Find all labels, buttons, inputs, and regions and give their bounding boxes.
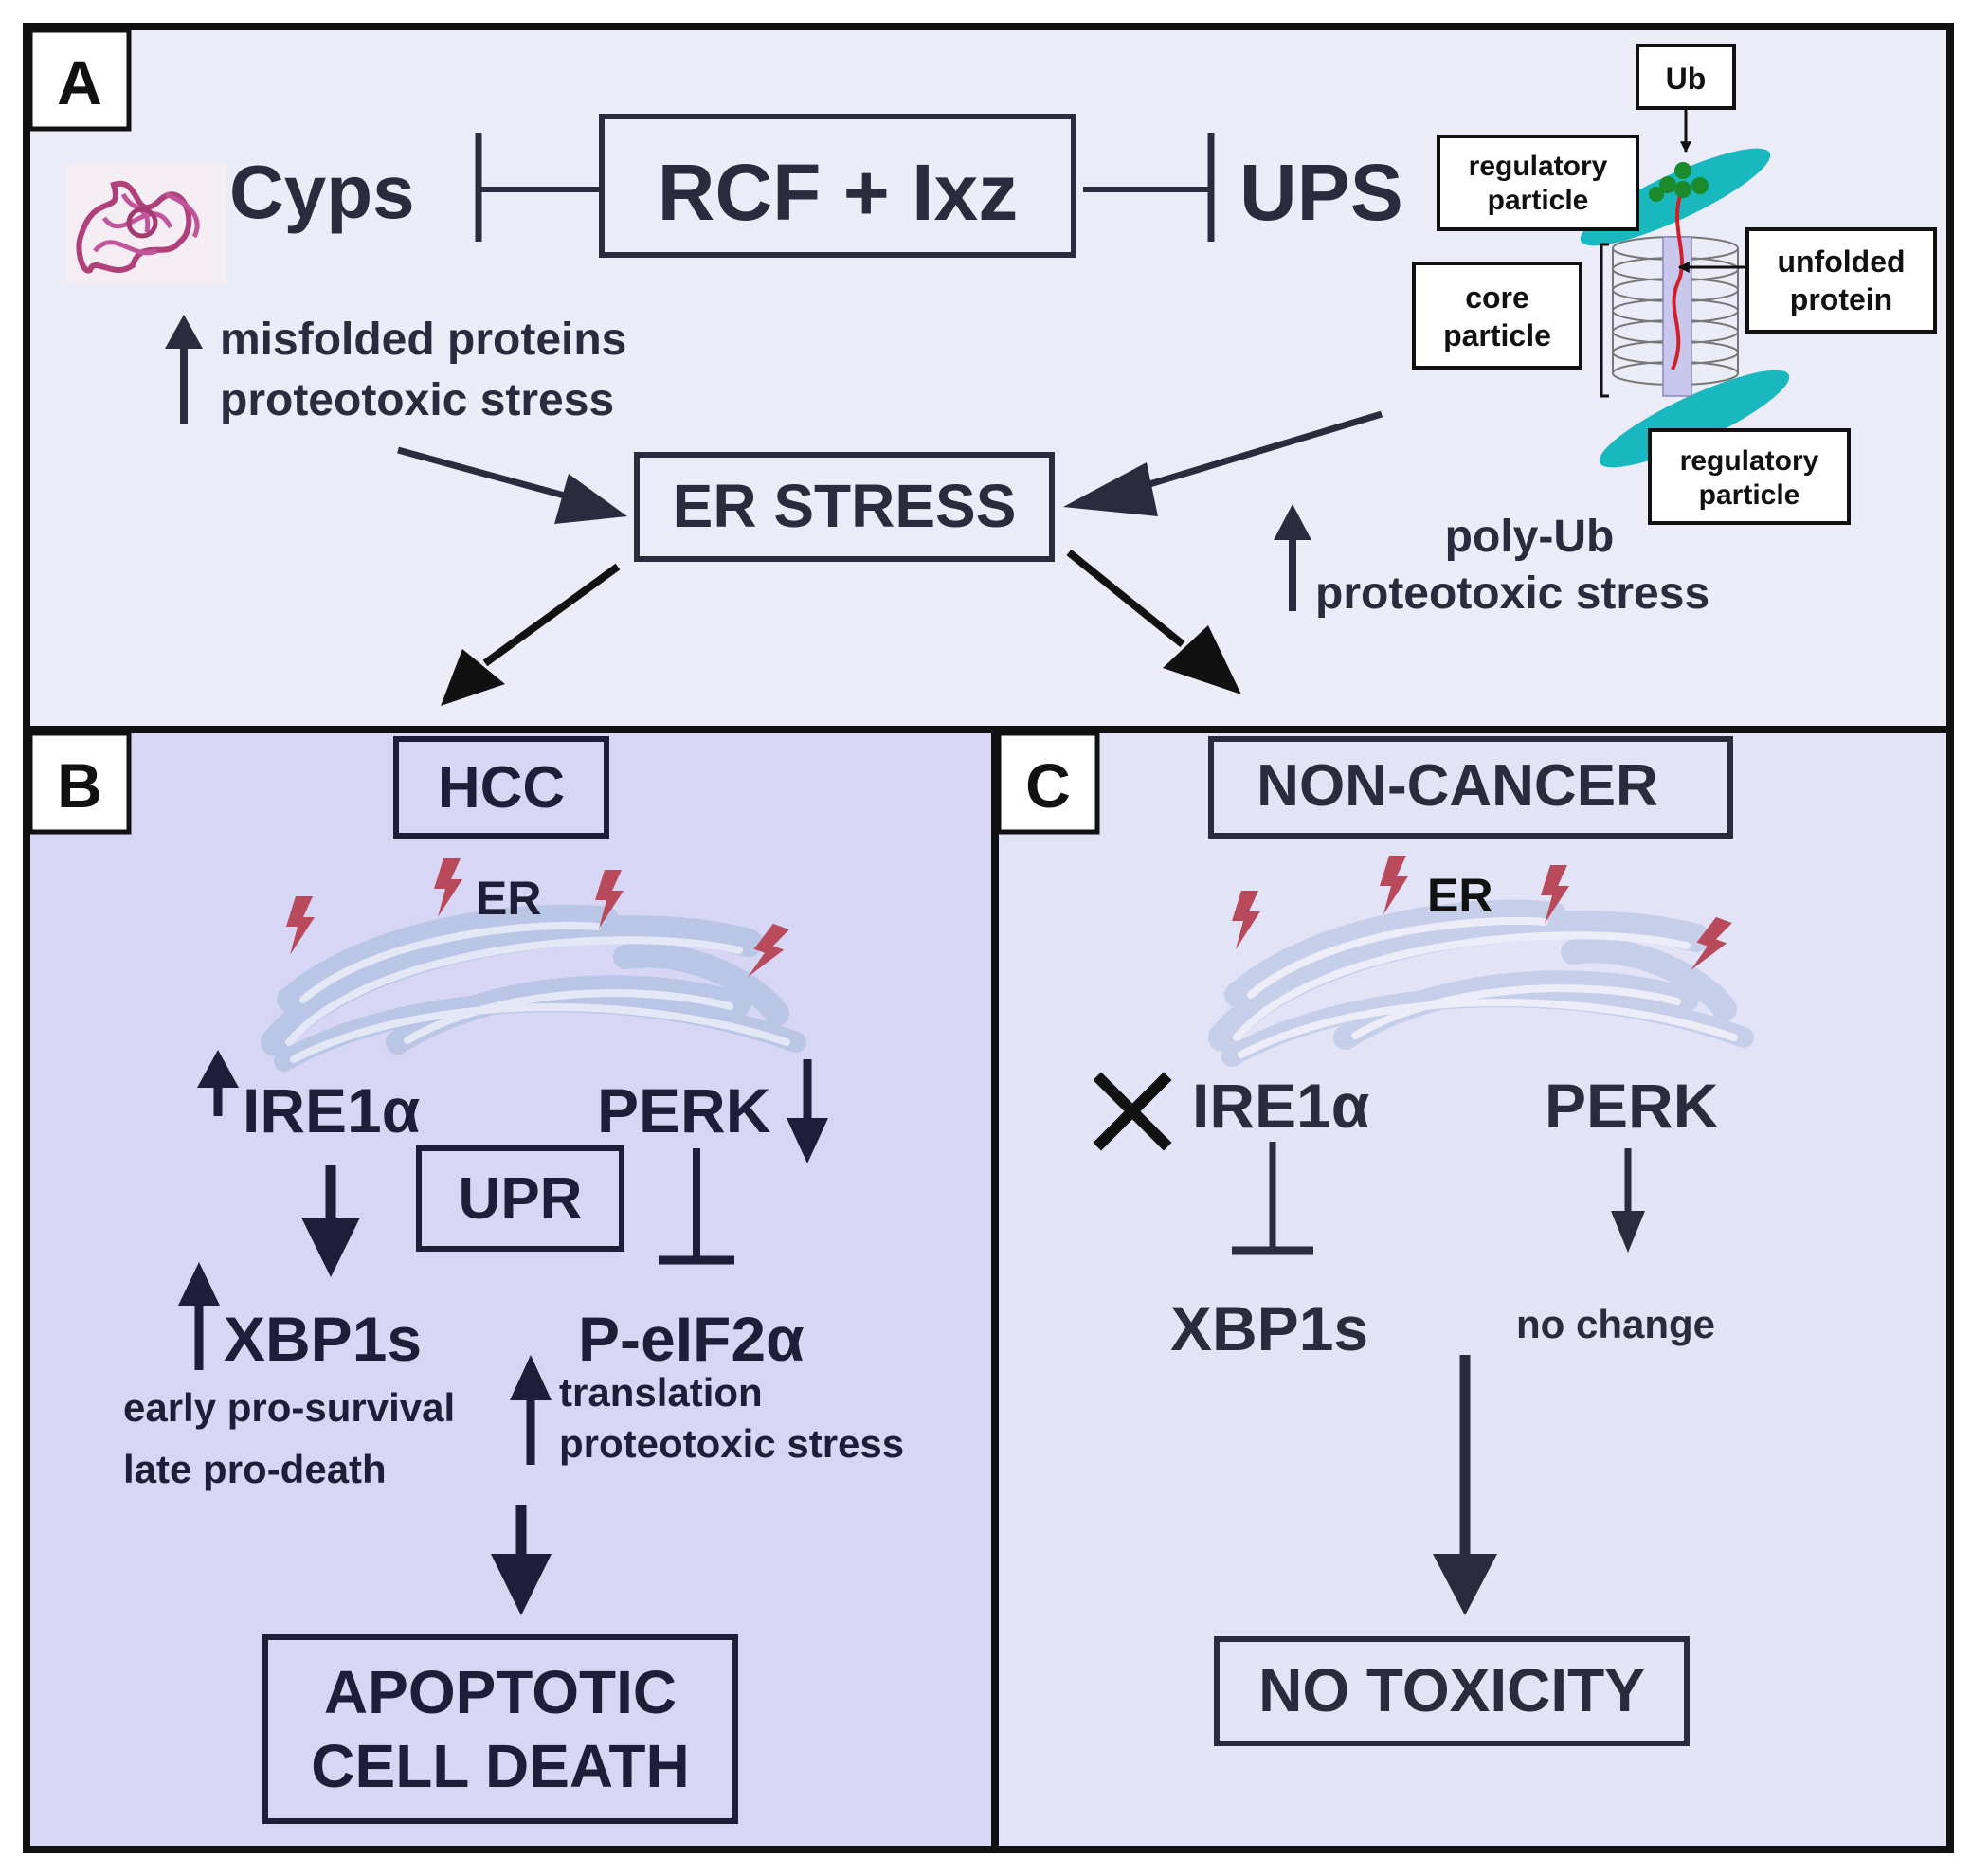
noncancer-er-label: ER: [1427, 869, 1492, 922]
noncancer-perk: PERK: [1545, 1071, 1719, 1141]
er-membrane-inner-noncancer: [1233, 916, 1738, 1058]
proteotoxic-left: proteotoxic stress: [220, 375, 614, 425]
hcc-peif2: P-eIF2α: [578, 1304, 805, 1374]
er-stress-label: ER STRESS: [673, 472, 1017, 540]
noncancer-title: NON-CANCER: [1257, 753, 1658, 819]
apoptosis-2: CELL DEATH: [311, 1732, 689, 1800]
hcc-title-box: [393, 736, 609, 839]
up-arrow-translation: [510, 1355, 552, 1465]
arrow-perk-nochange: [1611, 1148, 1645, 1253]
reg-top-1: regulatory: [1469, 151, 1608, 182]
unfolded-2: protein: [1790, 282, 1892, 316]
hcc-late: late pro-death: [123, 1447, 387, 1491]
drug-label: RCF + Ixz: [658, 148, 1018, 237]
ups-label: UPS: [1239, 148, 1403, 237]
noncancer-title-box: [1208, 736, 1733, 839]
core-2: particle: [1443, 318, 1551, 352]
down-arrow-perk: [787, 1059, 828, 1163]
noncancer-no-change: no change: [1516, 1302, 1715, 1346]
noncancer-ire1: IRE1α: [1192, 1071, 1369, 1141]
reg-bot-1: regulatory: [1680, 445, 1819, 477]
no-toxicity-label: NO TOXICITY: [1258, 1656, 1645, 1724]
cross-icon: [1093, 1072, 1172, 1151]
hcc-xbp1s: XBP1s: [224, 1304, 422, 1374]
noncancer-xbp1s: XBP1s: [1170, 1293, 1368, 1363]
upr-label: UPR: [459, 1166, 583, 1232]
ub-label: Ub: [1666, 62, 1707, 96]
svg-text:C: C: [1025, 750, 1071, 821]
up-arrow-xbp1s: [178, 1262, 220, 1370]
arrow-to-no-toxicity: [1433, 1355, 1497, 1615]
arrow-to-hcc: [441, 563, 621, 706]
inhibit-ire1-xbp1s: [1232, 1142, 1313, 1255]
hcc-translation: translation: [559, 1370, 763, 1415]
upr-box: [416, 1145, 624, 1252]
er-stress-box: [634, 452, 1055, 562]
core-1: core: [1465, 280, 1529, 315]
cyp-protein-icon: [66, 163, 226, 284]
hcc-ire1: IRE1α: [243, 1075, 420, 1145]
svg-text:A: A: [57, 47, 102, 117]
cyps-label: Cyps: [229, 150, 415, 234]
apoptosis-box: [262, 1634, 738, 1824]
arrow-to-noncancer: [1066, 549, 1241, 694]
poly-ub-label: poly-Ub: [1445, 512, 1615, 562]
panel-a-label: A: [27, 27, 132, 132]
reg-top-2: particle: [1488, 185, 1589, 216]
proteotoxic-right: proteotoxic stress: [1315, 568, 1709, 619]
arrow-to-er-stress-right: [1063, 410, 1383, 516]
er-membrane-inner-hcc: [285, 921, 790, 1063]
unfolded-1: unfolded: [1777, 244, 1905, 279]
arrow-to-apoptosis: [491, 1505, 552, 1615]
misfolded-proteins: misfolded proteins: [220, 315, 626, 365]
hcc-title: HCC: [438, 755, 565, 821]
hcc-perk: PERK: [597, 1075, 771, 1145]
apoptosis-1: APOPTOTIC: [324, 1658, 677, 1726]
panel-c-label: C: [996, 731, 1100, 835]
up-arrow-misfolded: [165, 315, 203, 424]
reg-bot-2: particle: [1699, 479, 1800, 511]
svg-text:B: B: [57, 750, 102, 821]
no-toxicity-box: [1214, 1636, 1690, 1746]
inhibit-perk-peif2: [659, 1148, 734, 1265]
panel-b-label: B: [27, 731, 132, 835]
drug-box: [599, 114, 1076, 258]
hcc-proteotoxic: proteotoxic stress: [559, 1421, 904, 1466]
hcc-early: early pro-survival: [123, 1385, 455, 1430]
hcc-er-label: ER: [476, 872, 541, 925]
arrow-ire1-xbp1s: [301, 1165, 360, 1277]
up-arrow-ire1: [197, 1050, 239, 1116]
up-arrow-polyub: [1274, 504, 1311, 611]
arrow-to-er-stress-left: [397, 446, 627, 524]
